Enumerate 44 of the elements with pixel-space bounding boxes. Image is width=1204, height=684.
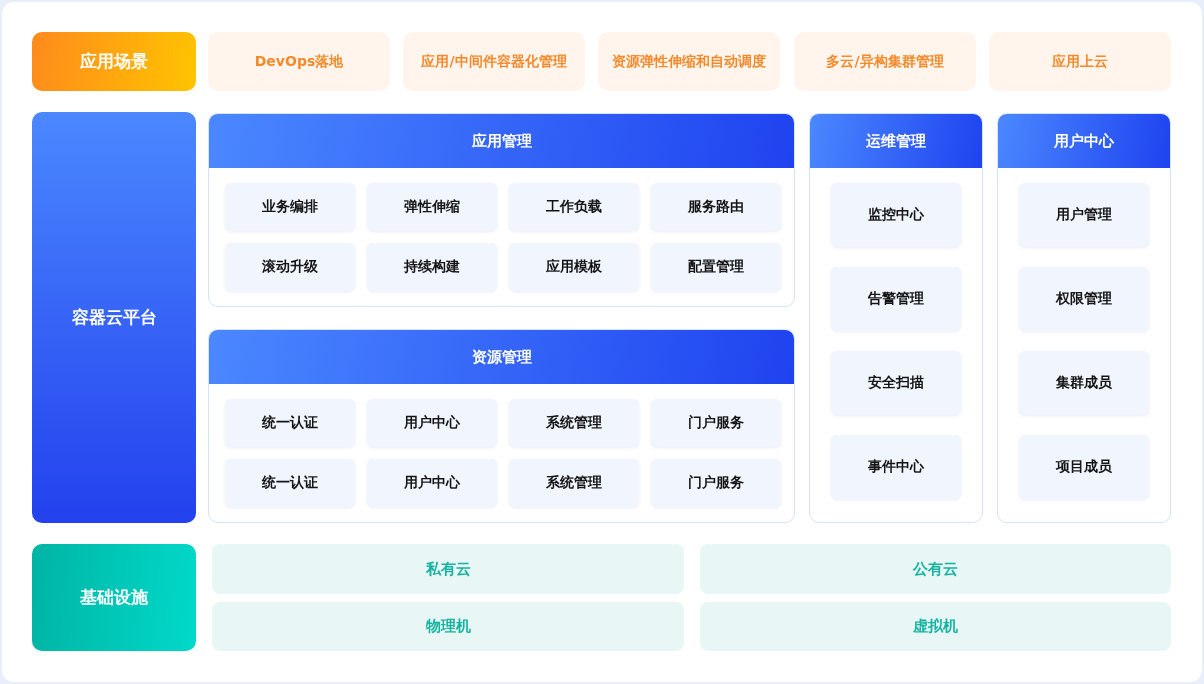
feature-card: 滚动升级	[225, 243, 355, 291]
layer-tile: 基础设施	[32, 544, 196, 651]
feature-card: 门户服务	[651, 459, 781, 507]
feature-card: 工作负载	[509, 183, 639, 231]
feature-card: 服务路由	[651, 183, 781, 231]
feature-card: 系统管理	[509, 399, 639, 447]
feature-card: 监控中心	[831, 183, 961, 247]
feature-card: 弹性伸缩	[367, 183, 497, 231]
feature-card: 业务编排	[225, 183, 355, 231]
scenario-card: 应用/中间件容器化管理	[403, 32, 585, 91]
feature-card: 事件中心	[831, 435, 961, 499]
feature-card: 应用模板	[509, 243, 639, 291]
panel-title: 运维管理	[866, 131, 926, 151]
scenario-card: 资源弹性伸缩和自动调度	[598, 32, 780, 91]
panel-title: 资源管理	[471, 347, 532, 367]
feature-card: 门户服务	[651, 399, 781, 447]
infrastructure-card: 物理机	[212, 602, 684, 651]
feature-card: 集群成员	[1019, 351, 1149, 415]
feature-card: 系统管理	[509, 459, 639, 507]
feature-card: 权限管理	[1019, 267, 1149, 331]
feature-card: 告警管理	[831, 267, 961, 331]
module-panel	[208, 329, 795, 523]
feature-card: 持续构建	[367, 243, 497, 291]
scenario-card: 应用上云	[989, 32, 1171, 91]
feature-card: 用户中心	[367, 399, 497, 447]
module-panel	[997, 113, 1171, 523]
feature-card: 用户中心	[367, 459, 497, 507]
infrastructure-card: 虚拟机	[700, 602, 1171, 651]
feature-card: 统一认证	[225, 399, 355, 447]
module-panel	[809, 113, 983, 523]
feature-card: 项目成员	[1019, 435, 1149, 499]
feature-card: 统一认证	[225, 459, 355, 507]
panel-title: 用户中心	[1054, 131, 1114, 151]
module-panel	[208, 113, 795, 307]
feature-card: 配置管理	[651, 243, 781, 291]
infrastructure-card: 私有云	[212, 544, 684, 594]
layer-tile: 应用场景	[32, 32, 196, 91]
scenario-card: 多云/异构集群管理	[794, 32, 976, 91]
panel-title: 应用管理	[471, 131, 532, 151]
feature-card: 安全扫描	[831, 351, 961, 415]
infrastructure-card: 公有云	[700, 544, 1171, 594]
feature-card: 用户管理	[1019, 183, 1149, 247]
layer-tile: 容器云平台	[32, 112, 196, 523]
scenario-card: DevOps落地	[208, 32, 390, 91]
